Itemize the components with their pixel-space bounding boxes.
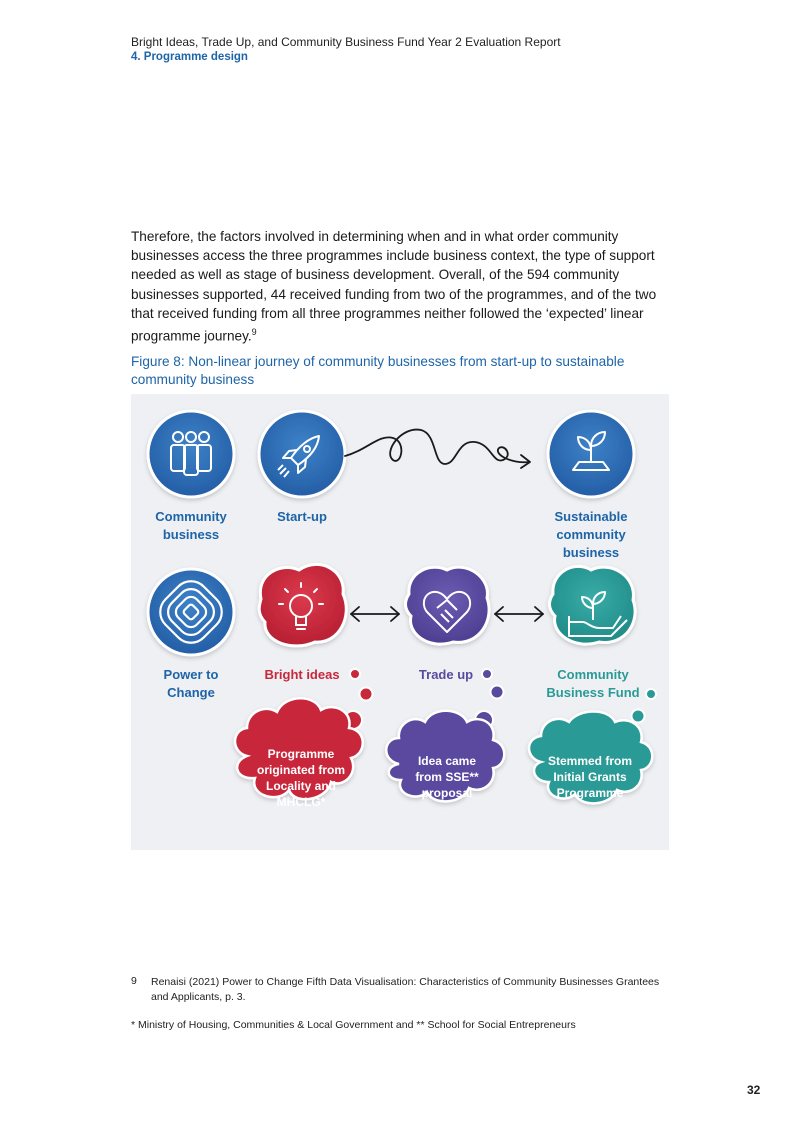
- bright-ideas-blob: [257, 563, 348, 648]
- double-arrow-left: [350, 606, 400, 622]
- abbreviations-note: * Ministry of Housing, Communities & Loc…: [131, 1019, 576, 1031]
- label-trade-up: Trade up: [418, 667, 474, 682]
- figure-graphic: [146, 409, 657, 805]
- label-start-up: Start-up: [277, 509, 327, 524]
- body-paragraph: Therefore, the factors involved in deter…: [131, 227, 676, 346]
- label-community-business-fund: Community Business Fund: [546, 667, 640, 700]
- journey-figure: Community business Start-up Sustainable …: [131, 394, 669, 850]
- power-to-change-circle: [146, 567, 236, 657]
- plant-icon: [572, 431, 610, 471]
- cbf-cloud: [527, 710, 654, 805]
- cloud-text-cbf: Stemmed from Initial Grants Programme: [547, 754, 633, 800]
- cloud-text-trade-up: Idea came from SSE** proposal: [415, 754, 479, 800]
- trade-up-cloud: [385, 709, 506, 803]
- power-to-change-logo-icon: [159, 580, 223, 644]
- people-icon: [170, 431, 212, 476]
- figure-caption: Figure 8: Non-linear journey of communit…: [131, 354, 625, 387]
- double-arrow-right: [494, 606, 544, 622]
- cbf-blob: [548, 564, 637, 646]
- label-power-to-change: Power to Change: [163, 667, 219, 700]
- cbf-thought-dots: [630, 688, 657, 724]
- lightbulb-icon: [278, 582, 324, 630]
- community-business-circle: [146, 409, 236, 499]
- footnote-number: 9: [131, 975, 137, 987]
- hand-plant-icon: [568, 591, 628, 637]
- handshake-icon: [422, 590, 472, 633]
- footnote-text: Renaisi (2021) Power to Change Fifth Dat…: [151, 976, 660, 1003]
- bright-ideas-cloud: [233, 697, 364, 801]
- footnote-reference[interactable]: 9: [251, 327, 257, 338]
- trade-up-blob: [404, 565, 491, 646]
- label-bright-ideas: Bright ideas: [264, 667, 340, 682]
- sustainable-circle: [546, 409, 636, 499]
- label-community-business: Community business: [155, 509, 227, 542]
- running-header-section: 4. Programme design: [131, 51, 248, 63]
- page-number: 32: [747, 1083, 761, 1097]
- rocket-icon: [277, 435, 320, 478]
- running-header-title: Bright Ideas, Trade Up, and Community Bu…: [131, 35, 561, 49]
- start-up-circle: [257, 409, 347, 499]
- squiggle-arrow: [344, 428, 530, 465]
- label-sustainable-community-business: Sustainable community business: [554, 509, 628, 560]
- paragraph-text: Therefore, the factors involved in deter…: [131, 229, 657, 344]
- cloud-text-bright-ideas: Programme originated from Locality and M…: [256, 747, 345, 809]
